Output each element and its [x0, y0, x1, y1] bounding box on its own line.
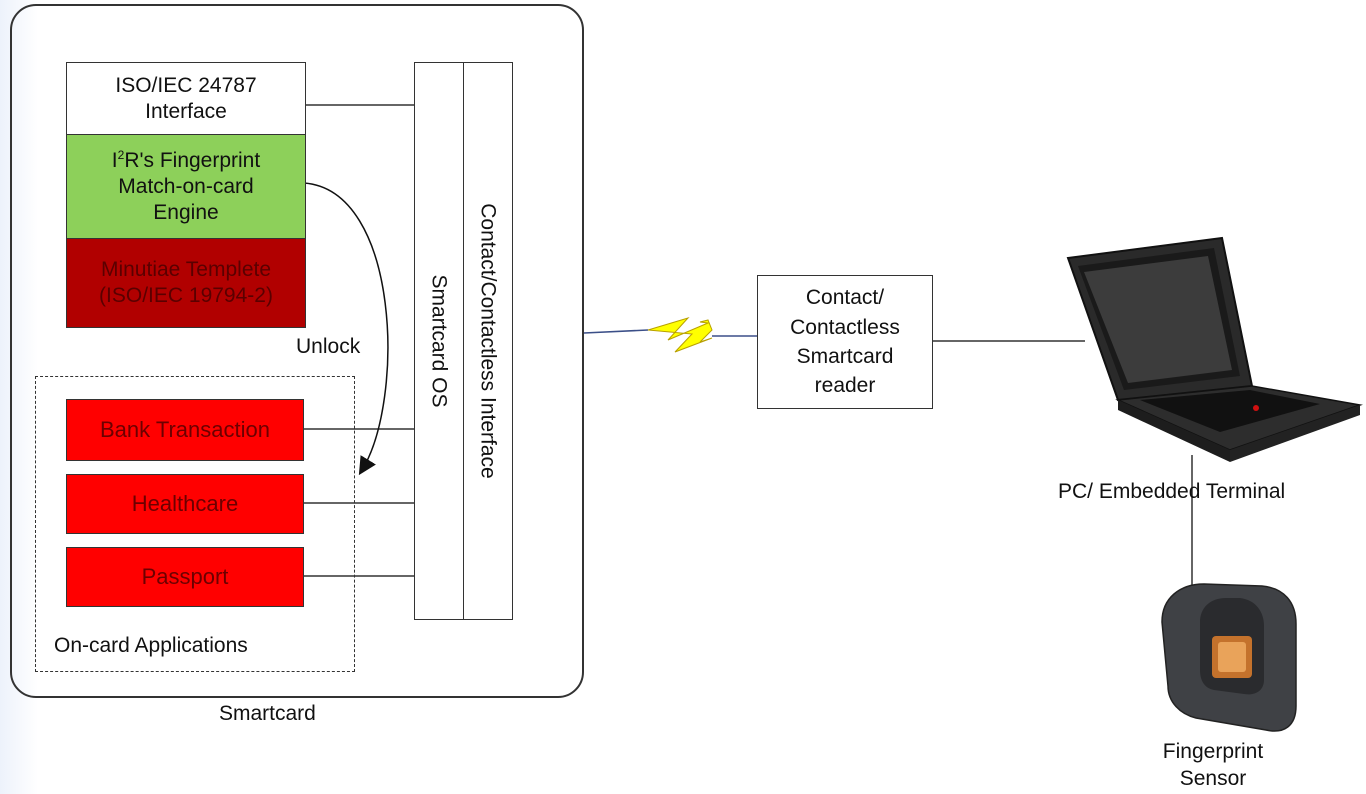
passport-box: Passport: [66, 547, 304, 607]
match-on-card-engine-box: I2R's Fingerprint Match-on-card Engine: [66, 134, 306, 240]
passport-label: Passport: [141, 564, 229, 590]
background-band: [0, 0, 38, 794]
card-wireless-line: [583, 329, 649, 334]
interface-box-label: ISO/IEC 24787 Interface: [115, 73, 257, 123]
engine-superscript: 2: [117, 147, 125, 162]
iso-iec-24787-interface-box: ISO/IEC 24787 Interface: [66, 62, 306, 136]
fingerprint-sensor-icon: [1161, 583, 1297, 732]
reader-line1: Contact/: [805, 286, 885, 310]
smartcard-os-bar: Smartcard OS: [414, 62, 464, 620]
contactless-interface-label: Contact/Contactless Interface: [477, 203, 501, 479]
sensor-line1: Fingerprint: [1162, 740, 1264, 763]
smartcard-os-label: Smartcard OS: [428, 274, 452, 408]
smartcard-caption: Smartcard: [219, 702, 316, 725]
reader-line3: Smartcard: [796, 345, 894, 368]
unlock-arrow: [303, 182, 389, 476]
unlock-label: Unlock: [296, 335, 361, 358]
engine-line3: Engine: [153, 201, 219, 225]
sensor-line2: Sensor: [1179, 767, 1247, 791]
smartcard-frame: [10, 4, 584, 698]
template-line1: Minutiae Templete: [100, 257, 272, 281]
smartcard-reader-box: Contact/ Contactless Smartcard reader: [757, 275, 933, 409]
on-card-applications-group: [35, 376, 355, 672]
on-card-applications-label: On-card Applications: [54, 634, 248, 657]
bank-transaction-box: Bank Transaction: [66, 399, 304, 461]
terminal-caption: PC/ Embedded Terminal: [1058, 480, 1286, 503]
engine-line1: R's Fingerprint: [124, 148, 261, 172]
healthcare-label: Healthcare: [131, 491, 239, 517]
bank-transaction-label: Bank Transaction: [100, 417, 270, 443]
healthcare-box: Healthcare: [66, 474, 304, 534]
engine-prefix: I: [111, 148, 118, 172]
minutiae-template-box: Minutiae Templete (ISO/IEC 19794-2): [66, 238, 306, 328]
sensor-caption: Fingerprint Sensor: [1158, 738, 1268, 793]
reader-line2: Contactless: [790, 315, 900, 339]
laptop-icon: [1066, 236, 1363, 462]
reader-line4: reader: [814, 374, 876, 398]
lightning-icon: [647, 317, 713, 353]
engine-line2: Match-on-card: [118, 174, 254, 198]
template-line2: (ISO/IEC 19794-2): [99, 284, 273, 307]
contactless-interface-bar: Contact/Contactless Interface: [463, 62, 513, 620]
